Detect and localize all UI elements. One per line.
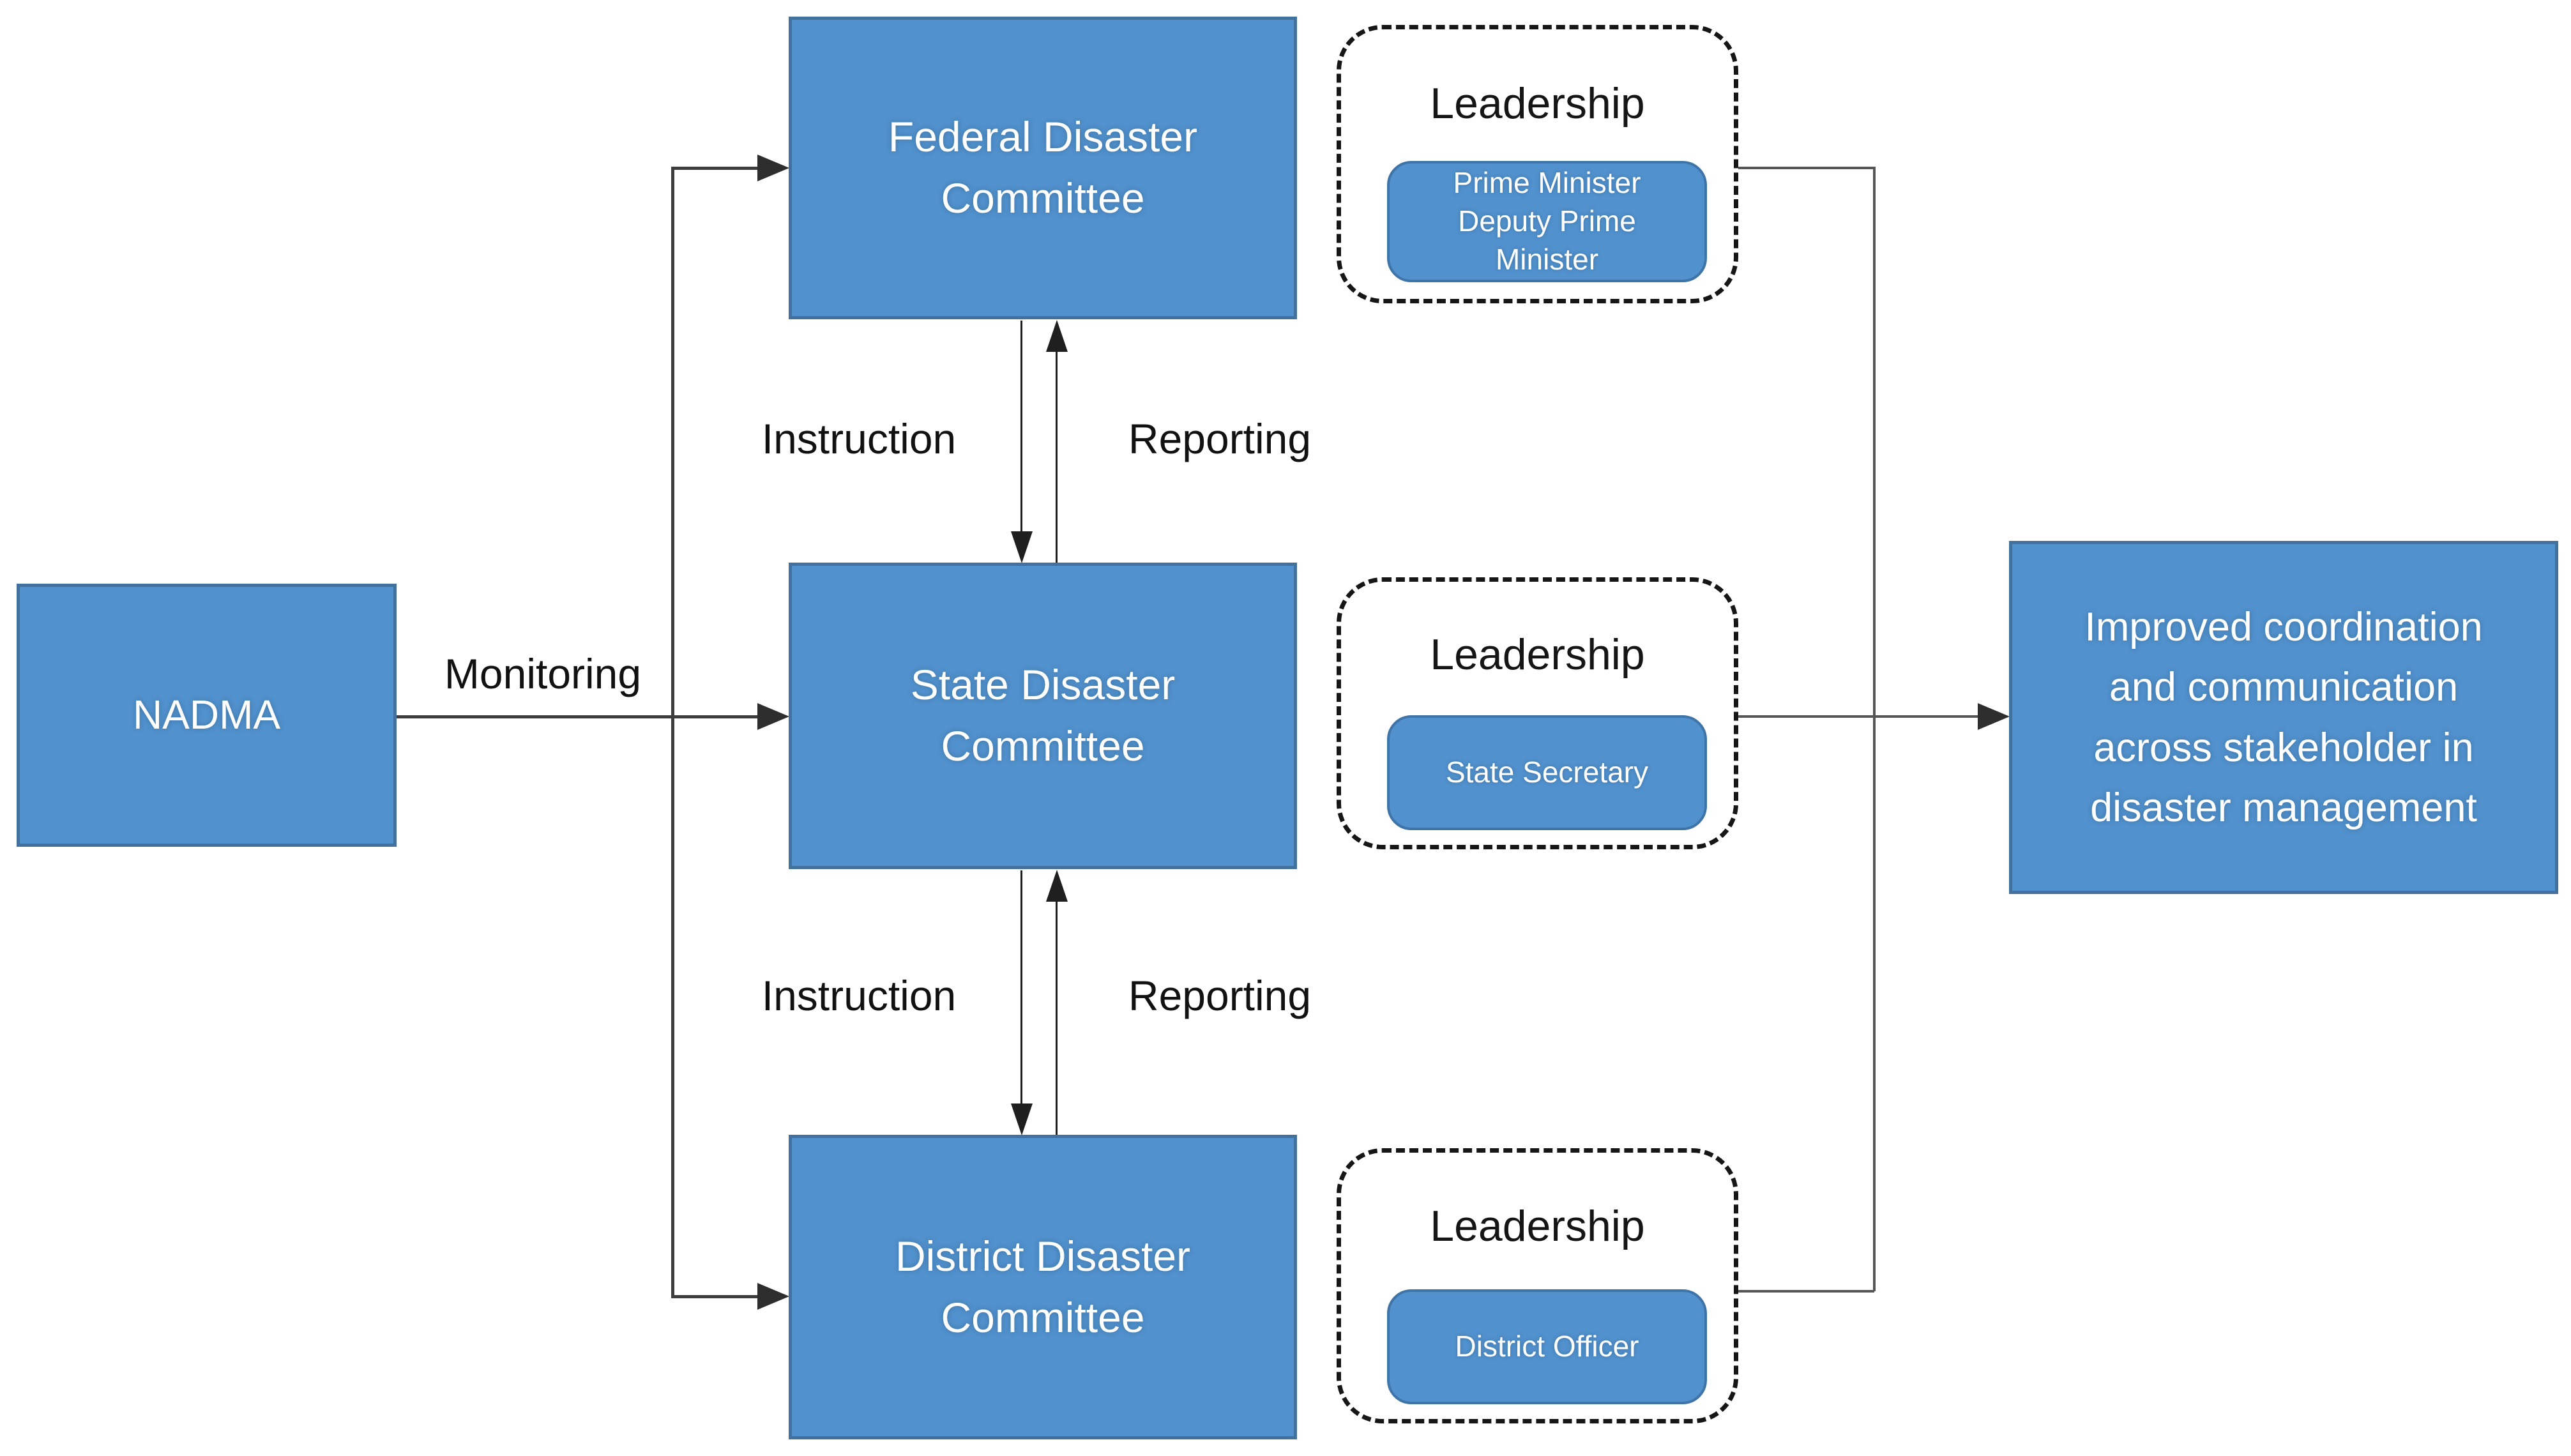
instruction-line-state-district [1020,870,1022,1105]
state-leadership-member: State Secretary [1387,715,1707,830]
nadma-node: NADMA [17,584,397,847]
district-committee-node: District Disaster Committee [789,1135,1297,1439]
district-leadership-title: Leadership [1430,1202,1645,1250]
reporting-line-state-federal [1056,351,1058,563]
federal-committee-label: Federal Disaster Committee [888,113,1198,222]
district-committee-label: District Disaster Committee [895,1232,1191,1341]
federal-leadership-title: Leadership [1430,79,1645,128]
district-leadership-member: District Officer [1387,1289,1707,1404]
federal-leadership-stub-line [1738,167,1874,169]
federal-committee-node: Federal Disaster Committee [789,17,1297,319]
district-leadership-stub-line [1738,1290,1874,1293]
instruction-label-state-district: Instruction [761,972,957,1019]
district-leadership-group: Leadership District Officer [1337,1148,1738,1423]
federal-leadership-group: Leadership Prime Minister Deputy Prime M… [1337,25,1738,303]
arrowhead-down-into-district [1011,1103,1033,1135]
monitoring-line [397,715,758,718]
outcome-line [1738,715,1978,718]
left-distribution-line [671,167,674,1298]
outcome-node: Improved coordination and communication … [2009,541,2558,894]
instruction-line-federal-state [1020,321,1022,534]
state-committee-label: State Disaster Committee [910,661,1176,770]
reporting-label-state-federal: Reporting [1128,415,1312,462]
arrowhead-up-into-federal [1046,320,1068,352]
arrowhead-into-district [757,1283,789,1310]
monitoring-label: Monitoring [444,650,642,697]
state-leadership-title: Leadership [1430,630,1645,679]
arrowhead-into-state [757,703,789,730]
federal-leadership-member: Prime Minister Deputy Prime Minister [1387,161,1707,282]
arrowhead-down-into-state [1011,531,1033,563]
arrowhead-up-into-state [1046,870,1068,902]
state-leadership-group: Leadership State Secretary [1337,577,1738,849]
state-committee-node: State Disaster Committee [789,563,1297,869]
reporting-label-district-state: Reporting [1128,972,1312,1019]
branch-to-federal-line [671,167,760,170]
right-collector-line [1873,167,1876,1291]
reporting-line-district-state [1056,900,1058,1135]
nadma-label: NADMA [132,692,281,738]
outcome-label: Improved coordination and communication … [2084,604,2483,831]
instruction-label-federal-state: Instruction [761,415,957,462]
arrowhead-into-outcome [1978,703,2010,730]
branch-to-district-line [671,1295,760,1298]
arrowhead-into-federal [757,155,789,181]
